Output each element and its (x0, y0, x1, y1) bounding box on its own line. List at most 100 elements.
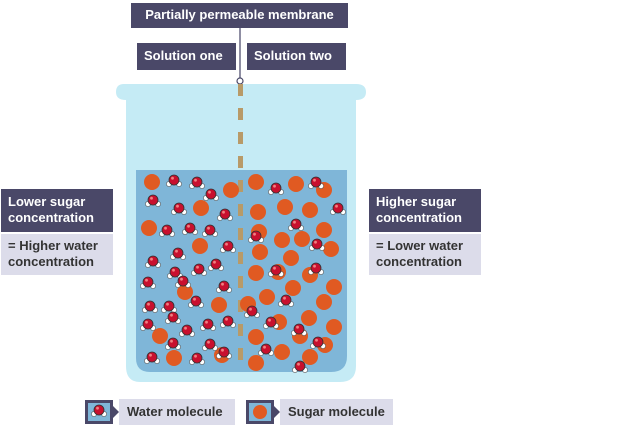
membrane-dash (238, 108, 243, 120)
water-molecule (330, 202, 346, 215)
water-molecule (166, 174, 182, 187)
right-sugar-line1: Higher sugar (376, 194, 457, 209)
membrane-dash (238, 204, 243, 216)
water-molecule (175, 275, 191, 288)
sugar-molecule (177, 284, 193, 300)
sugar-molecule (302, 202, 318, 218)
sugar-molecule (192, 238, 208, 254)
sugar-molecule (326, 319, 342, 335)
solution-one-label: Solution one (137, 43, 236, 70)
sugar-molecule (316, 222, 332, 238)
legend-water-label: Water molecule (119, 399, 235, 425)
water-molecule (140, 276, 156, 289)
sugar-molecule (223, 182, 239, 198)
right-sugar-concentration-label: Higher sugar concentration (369, 189, 481, 232)
membrane-dash (238, 228, 243, 240)
water-molecule (171, 202, 187, 215)
sugar-molecule (248, 355, 264, 371)
sugar-molecule (277, 199, 293, 215)
sugar-molecule (152, 328, 168, 344)
water-molecule (145, 194, 161, 207)
water-molecule (202, 338, 218, 351)
water-molecule (216, 346, 232, 359)
sugar-molecule (252, 244, 268, 260)
water-molecule (220, 315, 236, 328)
water-molecule (308, 176, 324, 189)
right-sugar-line2: concentration (376, 210, 462, 225)
right-water-concentration-label: = Lower water concentration (369, 234, 481, 275)
sugar-molecule (259, 289, 275, 305)
membrane (238, 84, 243, 360)
sugar-molecule (316, 294, 332, 310)
sugar-molecule (248, 265, 264, 281)
water-molecule (268, 182, 284, 195)
water-molecule (182, 222, 198, 235)
solution-two-label: Solution two (247, 43, 346, 70)
water-molecule (216, 280, 232, 293)
water-molecule (191, 263, 207, 276)
membrane-pointer-dot (236, 77, 244, 85)
membrane-dash (238, 84, 243, 96)
membrane-dash (238, 324, 243, 336)
molecules (140, 174, 346, 373)
sugar-molecule (274, 232, 290, 248)
sugar-molecule (302, 349, 318, 365)
membrane-dash (238, 276, 243, 288)
sugar-molecule (285, 280, 301, 296)
water-molecule (159, 224, 175, 237)
water-molecule (167, 266, 183, 279)
water-molecule (189, 352, 205, 365)
water-molecule (145, 255, 161, 268)
water-molecule (188, 295, 204, 308)
water-molecule (309, 238, 325, 251)
legend-sugar-label: Sugar molecule (280, 399, 393, 425)
water-molecule (165, 311, 181, 324)
water-molecule (220, 240, 236, 253)
water-molecule (189, 176, 205, 189)
sugar-molecule (144, 174, 160, 190)
water-molecule (244, 305, 260, 318)
sugar-molecule (248, 329, 264, 345)
sugar-molecule (274, 344, 290, 360)
legend-sugar-icon (246, 400, 280, 424)
sugar-molecule (166, 350, 182, 366)
water-molecule (161, 300, 177, 313)
water-molecule (170, 247, 186, 260)
water-molecule (144, 351, 160, 364)
sugar-molecule (326, 279, 342, 295)
sugar-molecule (211, 297, 227, 313)
membrane-dash (238, 348, 243, 360)
water-molecule (203, 188, 219, 201)
membrane-label: Partially permeable membrane (131, 3, 348, 28)
water-molecule (179, 324, 195, 337)
membrane-dash (238, 156, 243, 168)
legend-water-icon (85, 400, 119, 424)
sugar-molecule (323, 241, 339, 257)
membrane-dash (238, 132, 243, 144)
membrane-dash (238, 252, 243, 264)
water-molecule (142, 300, 158, 313)
right-water-line2: concentration (376, 254, 462, 269)
water-molecule (268, 264, 284, 277)
left-water-concentration-label: = Higher water concentration (1, 234, 113, 275)
water-molecule (217, 208, 233, 221)
water-molecule (263, 316, 279, 329)
water-molecule (140, 318, 156, 331)
water-molecule (202, 224, 218, 237)
left-water-line1: = Higher water (8, 238, 98, 253)
left-sugar-line2: concentration (8, 210, 94, 225)
sugar-molecule (250, 204, 266, 220)
water-molecule (248, 230, 264, 243)
sugar-molecule (283, 250, 299, 266)
right-water-line1: = Lower water (376, 238, 464, 253)
water-molecule (165, 337, 181, 350)
water-molecule (200, 318, 216, 331)
sugar-molecule (294, 231, 310, 247)
left-sugar-concentration-label: Lower sugar concentration (1, 189, 113, 232)
water-molecule (278, 294, 294, 307)
sugar-molecule (288, 176, 304, 192)
water-molecule (291, 323, 307, 336)
sugar-molecule (248, 174, 264, 190)
sugar-molecule (301, 310, 317, 326)
